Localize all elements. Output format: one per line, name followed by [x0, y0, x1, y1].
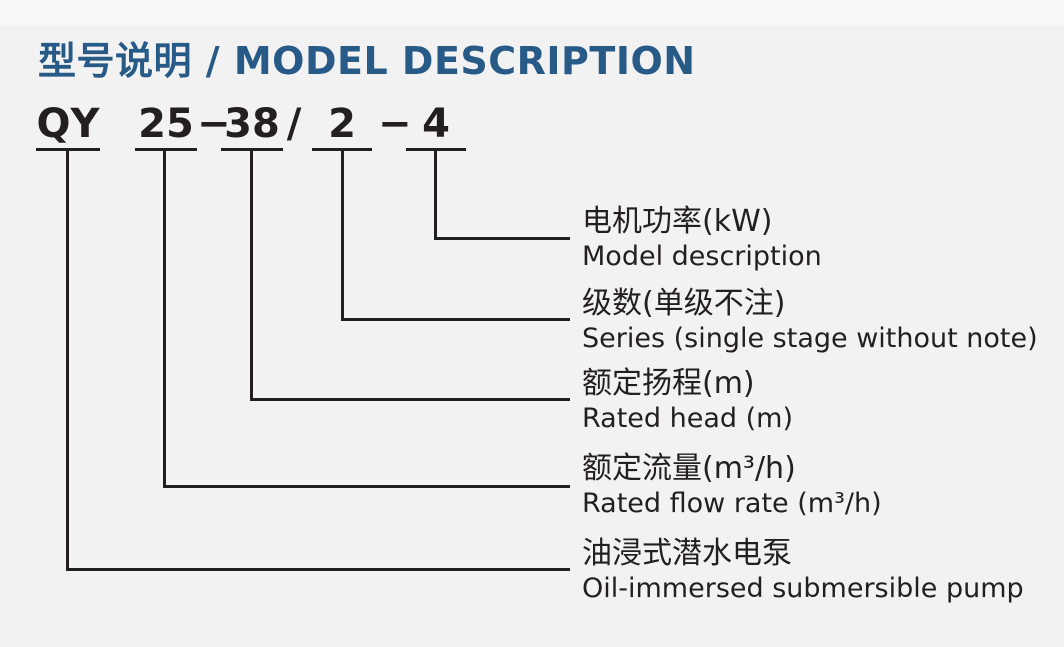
- callout-power: 电机功率(kW) Model description: [582, 204, 822, 274]
- callout-stages-label-en: Series (single stage without note): [582, 323, 1038, 354]
- callout-pump-type-label-zh: 油浸式潜水电泵: [582, 536, 792, 571]
- callout-power-label-zh: 电机功率(kW): [582, 204, 773, 239]
- callout-pump-type-label-en: Oil-immersed submersible pump: [582, 573, 1024, 604]
- code-segment-head: 38: [221, 102, 283, 151]
- connector-line-pump-type: [66, 151, 570, 571]
- connector-line-head: [250, 151, 570, 401]
- callout-flow: 额定流量(m³/h) Rated flow rate (m³/h): [582, 451, 882, 521]
- code-segment-power: 4: [406, 102, 466, 151]
- code-segment-stages: 2: [312, 102, 372, 151]
- callout-head-label-zh: 额定扬程(m): [582, 366, 755, 401]
- code-separator-dash: −: [378, 101, 412, 147]
- code-segment-pump-type: QY: [36, 102, 100, 151]
- callout-head-label-en: Rated head (m): [582, 403, 793, 434]
- callout-stages: 级数(单级不注) Series (single stage without no…: [582, 286, 1038, 356]
- connector-line-stages: [341, 151, 570, 321]
- connector-line-power: [434, 151, 570, 240]
- page-top-band: [0, 0, 1064, 26]
- connector-line-flow: [163, 151, 570, 488]
- callout-power-label-en: Model description: [582, 241, 822, 272]
- callout-pump-type: 油浸式潜水电泵 Oil-immersed submersible pump: [582, 536, 1024, 606]
- callout-flow-label-zh: 额定流量(m³/h): [582, 451, 796, 486]
- callout-flow-label-en: Rated flow rate (m³/h): [582, 488, 882, 519]
- callout-stages-label-zh: 级数(单级不注): [582, 286, 786, 321]
- code-segment-flow: 25: [135, 102, 197, 151]
- page-title: 型号说明 / MODEL DESCRIPTION: [38, 39, 696, 83]
- code-separator-dash: −: [197, 101, 231, 147]
- code-separator-slash: /: [286, 101, 302, 147]
- callout-head: 额定扬程(m) Rated head (m): [582, 366, 793, 436]
